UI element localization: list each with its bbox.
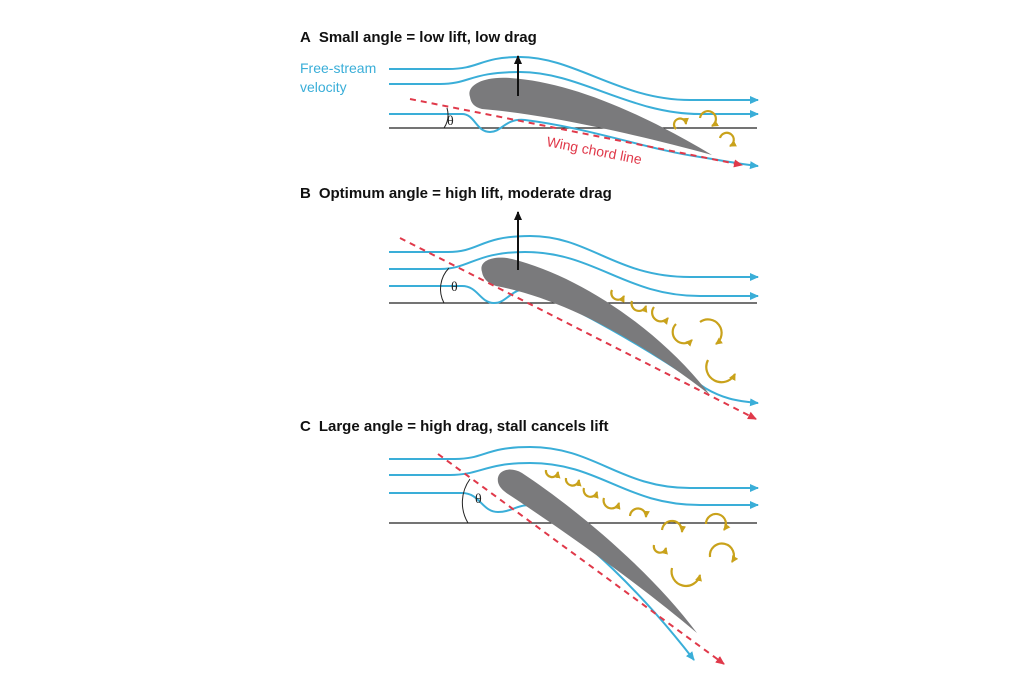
vortex <box>652 544 668 555</box>
vortex <box>630 300 648 313</box>
vortex <box>564 477 582 487</box>
vortex <box>582 487 599 499</box>
airfoil <box>497 469 697 633</box>
free-stream-label-line2: velocity <box>300 79 347 95</box>
theta-label: θ <box>475 492 482 507</box>
vortex <box>708 542 739 563</box>
theta-label: θ <box>447 114 454 129</box>
vortex <box>660 519 687 533</box>
streamline <box>389 250 759 300</box>
vortex <box>670 567 702 587</box>
chord-line <box>399 237 757 420</box>
vortex <box>544 469 561 479</box>
free-stream-label: Free-stream <box>300 60 376 76</box>
airfoil <box>469 77 712 155</box>
streamline <box>389 55 759 104</box>
theta-arc <box>440 267 450 304</box>
vortex <box>705 359 736 384</box>
streamline <box>389 492 695 661</box>
vortex-group <box>544 469 739 587</box>
streamline <box>389 70 759 118</box>
streamline <box>389 461 759 509</box>
vortex <box>628 507 650 518</box>
theta-arc <box>461 478 471 524</box>
vortex <box>671 323 693 347</box>
vortex <box>718 131 737 147</box>
vortex <box>698 110 719 127</box>
vortex-group <box>672 110 737 147</box>
vortex-group <box>610 289 736 384</box>
chord-line <box>437 453 725 665</box>
theta-arc <box>443 107 449 129</box>
chord-line <box>409 98 743 168</box>
vortex <box>610 289 625 303</box>
airfoil <box>481 257 710 395</box>
streamline <box>389 445 759 492</box>
vortex <box>699 318 723 345</box>
streamline <box>389 234 759 281</box>
vortex <box>672 117 689 130</box>
vortex <box>602 497 621 510</box>
vortex <box>704 512 731 531</box>
theta-label: θ <box>451 280 458 295</box>
vortex <box>651 306 669 325</box>
streamline <box>389 113 759 170</box>
chord-line-label: Wing chord line <box>545 133 643 167</box>
